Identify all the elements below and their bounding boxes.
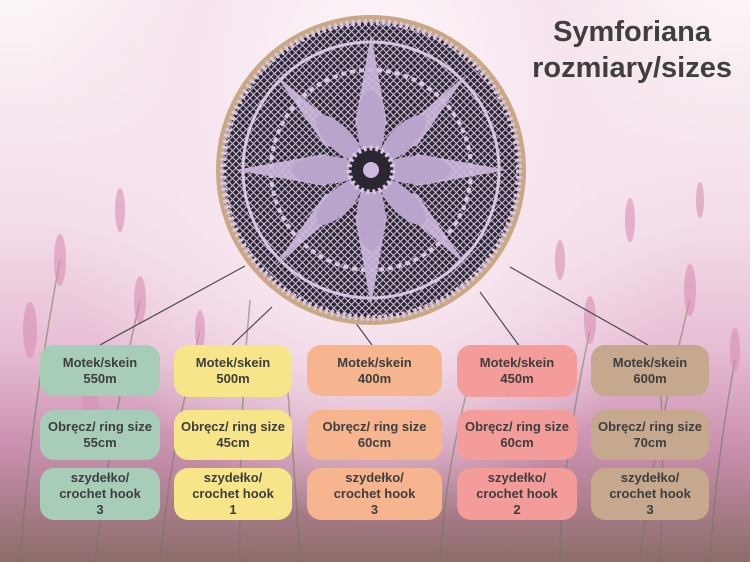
title-line-2: rozmiary/sizes: [532, 52, 732, 84]
ring-value: 55cm: [83, 435, 117, 450]
ring-box-2: Obręcz/ ring size 45cm: [174, 410, 292, 460]
hook-box-2: szydełko/ crochet hook 1: [174, 468, 292, 520]
skein-label: Motek/skein: [612, 354, 688, 370]
hook-value: 1: [229, 502, 237, 517]
skein-value: 550m: [83, 370, 117, 386]
title-line-1: Symforiana: [553, 16, 712, 48]
hook-label-1: szydełko/: [203, 470, 263, 485]
hook-label-2: crochet hook: [333, 486, 416, 501]
skein-box-1: Motek/skein 550m: [40, 345, 160, 396]
skein-value: 400m: [357, 370, 392, 386]
skein-value: 450m: [500, 371, 534, 386]
hook-label-1: szydełko/: [487, 470, 547, 485]
hook-value: 3: [370, 502, 379, 517]
hook-box-5: szydełko/ crochet hook 3: [591, 468, 709, 520]
hook-value: 2: [513, 502, 521, 517]
ring-box-3: Obręcz/ ring size 60cm: [307, 410, 442, 460]
skein-value: 500m: [216, 371, 250, 386]
hook-box-1: szydełko/ crochet hook 3: [40, 468, 160, 520]
ring-box-4: Obręcz/ ring size 60cm: [457, 410, 577, 460]
hook-value: 3: [96, 502, 104, 517]
ring-value: 45cm: [216, 435, 250, 450]
ring-label: Obręcz/ ring size: [597, 419, 703, 434]
page-title: Symforiana rozmiary/sizes: [532, 14, 732, 86]
ring-label: Obręcz/ ring size: [47, 419, 153, 434]
skein-value: 600m: [633, 370, 667, 386]
ring-box-1: Obręcz/ ring size 55cm: [40, 410, 160, 460]
ring-box-5: Obręcz/ ring size 70cm: [591, 410, 709, 460]
ring-value: 60cm: [500, 435, 534, 450]
skein-label: Motek/skein: [337, 354, 412, 370]
hook-label-1: szydełko/: [70, 470, 130, 485]
hook-value: 3: [646, 502, 654, 517]
skein-box-5: Motek/skein 600m: [591, 345, 709, 396]
doily-image: [216, 15, 526, 325]
skein-label: Motek/skein: [479, 355, 555, 370]
hook-box-4: szydełko/ crochet hook 2: [457, 468, 577, 520]
ring-label: Obręcz/ ring size: [180, 419, 286, 434]
skein-label: Motek/skein: [195, 355, 271, 370]
skein-label: Motek/skein: [62, 354, 138, 370]
ring-value: 60cm: [357, 435, 392, 450]
ring-value: 70cm: [633, 435, 667, 450]
hook-label-2: crochet hook: [609, 486, 691, 501]
hook-label-1: szydełko/: [620, 470, 680, 485]
hook-box-3: szydełko/ crochet hook 3: [307, 468, 442, 520]
hook-label-2: crochet hook: [192, 486, 274, 501]
hook-label-1: szydełko/: [345, 470, 404, 485]
skein-box-4: Motek/skein 450m: [457, 345, 577, 397]
ring-label: Obręcz/ ring size: [322, 419, 427, 434]
skein-box-2: Motek/skein 500m: [174, 345, 292, 397]
ring-label: Obręcz/ ring size: [464, 419, 570, 434]
skein-box-3: Motek/skein 400m: [307, 345, 442, 396]
hook-label-2: crochet hook: [59, 486, 141, 501]
hook-label-2: crochet hook: [476, 486, 558, 501]
